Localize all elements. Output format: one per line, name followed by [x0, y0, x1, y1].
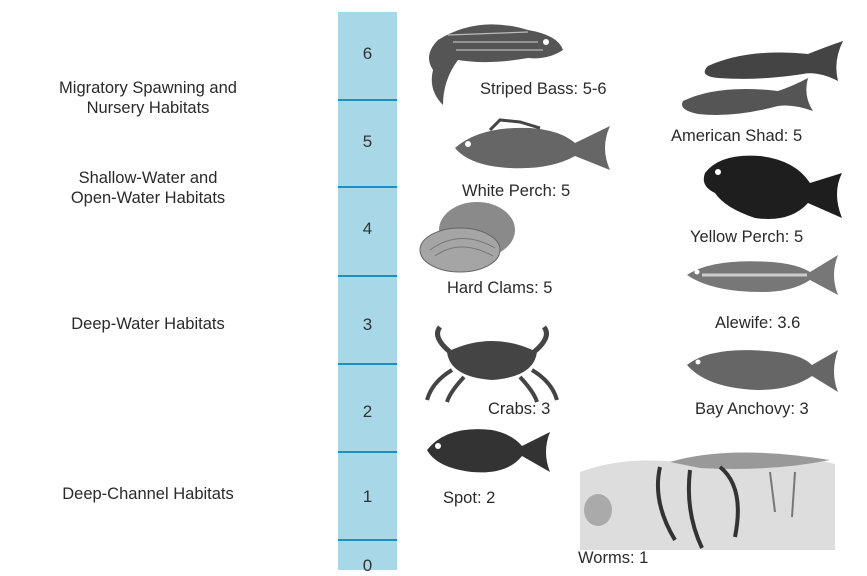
yellow-perch-icon: [700, 148, 845, 230]
habitat-shallow: Shallow-Water and Open-Water Habitats: [18, 168, 278, 208]
spot-icon: [422, 420, 554, 480]
band-divider: [338, 539, 397, 541]
level-3: 3: [338, 315, 397, 335]
band-divider: [338, 451, 397, 453]
hard-clams-icon: [415, 198, 525, 278]
label-hard-clams: Hard Clams: 5: [447, 279, 552, 298]
label-alewife: Alewife: 3.6: [715, 314, 800, 333]
label-american-shad: American Shad: 5: [671, 127, 802, 146]
worms-icon: [570, 432, 842, 554]
level-5: 5: [338, 132, 397, 152]
band-divider: [338, 363, 397, 365]
habitat-shallow-line2: Open-Water Habitats: [18, 188, 278, 208]
alewife-icon: [682, 250, 842, 300]
level-2: 2: [338, 402, 397, 422]
level-6: 6: [338, 44, 397, 64]
label-bay-anchovy: Bay Anchovy: 3: [695, 400, 809, 419]
band-divider: [338, 99, 397, 101]
level-1: 1: [338, 487, 397, 507]
label-crabs: Crabs: 3: [488, 400, 550, 419]
habitat-migratory-line2: Nursery Habitats: [18, 98, 278, 118]
white-perch-icon: [450, 118, 615, 178]
level-4: 4: [338, 219, 397, 239]
level-0: 0: [338, 556, 397, 576]
habitat-migratory-line1: Migratory Spawning and: [18, 78, 278, 98]
habitat-shallow-line1: Shallow-Water and: [18, 168, 278, 188]
habitat-deep-water: Deep-Water Habitats: [18, 314, 278, 334]
american-shad-icon: [678, 36, 848, 126]
habitat-deep-channel: Deep-Channel Habitats: [18, 484, 278, 504]
label-spot: Spot: 2: [443, 489, 495, 508]
band-divider: [338, 186, 397, 188]
label-yellow-perch: Yellow Perch: 5: [690, 228, 803, 247]
bay-anchovy-icon: [682, 340, 842, 400]
crab-icon: [422, 322, 562, 404]
habitat-migratory: Migratory Spawning and Nursery Habitats: [18, 78, 278, 118]
trophic-scale: 6 5 4 3 2 1 0: [338, 12, 397, 570]
label-striped-bass: Striped Bass: 5-6: [480, 80, 607, 99]
band-divider: [338, 275, 397, 277]
label-worms: Worms: 1: [578, 549, 648, 568]
